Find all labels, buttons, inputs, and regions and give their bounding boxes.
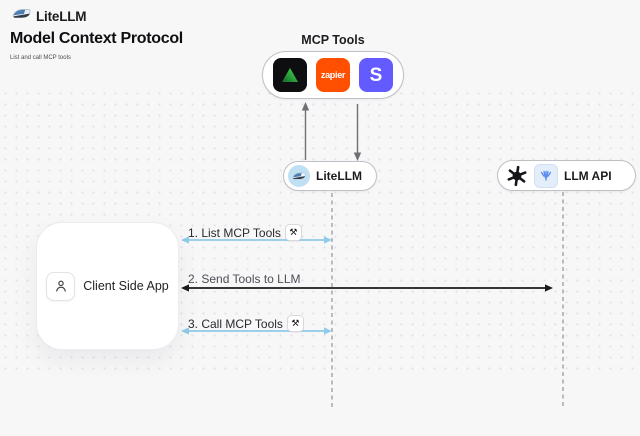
tools-chip-icon: ⚒ bbox=[284, 224, 302, 241]
message-2-label: 2. Send Tools to LLM bbox=[188, 272, 301, 286]
litellm-node-label: LiteLLM bbox=[316, 169, 362, 183]
mcp-tools-label: MCP Tools bbox=[301, 33, 365, 47]
litellm-node: LiteLLM bbox=[283, 161, 377, 191]
brand: LiteLLM bbox=[12, 7, 87, 25]
openai-icon bbox=[506, 165, 528, 187]
page-title: Model Context Protocol bbox=[10, 30, 183, 47]
mcp-tools-node: zapier S bbox=[262, 51, 404, 99]
message-3-label: 3. Call MCP Tools ⚒ bbox=[188, 315, 304, 332]
blue-llm-provider-icon bbox=[534, 163, 558, 188]
client-side-app-label: Client Side App bbox=[83, 279, 169, 293]
llm-api-node-label: LLM API bbox=[564, 168, 612, 183]
client-side-app-node: Client Side App bbox=[36, 222, 179, 350]
brand-name: LiteLLM bbox=[36, 8, 87, 24]
message-1-label: 1. List MCP Tools ⚒ bbox=[188, 224, 302, 241]
llm-api-node: LLM API bbox=[497, 160, 636, 191]
stripe-icon: S bbox=[359, 58, 393, 92]
page-subtitle: List and call MCP tools bbox=[10, 55, 71, 61]
litellm-logo-icon bbox=[12, 7, 31, 25]
zapier-icon: zapier bbox=[316, 58, 350, 92]
litellm-node-icon bbox=[288, 165, 310, 187]
tools-chip-icon: ⚒ bbox=[286, 315, 304, 332]
person-icon bbox=[46, 271, 76, 301]
green-triangle-tool-icon bbox=[273, 58, 307, 92]
